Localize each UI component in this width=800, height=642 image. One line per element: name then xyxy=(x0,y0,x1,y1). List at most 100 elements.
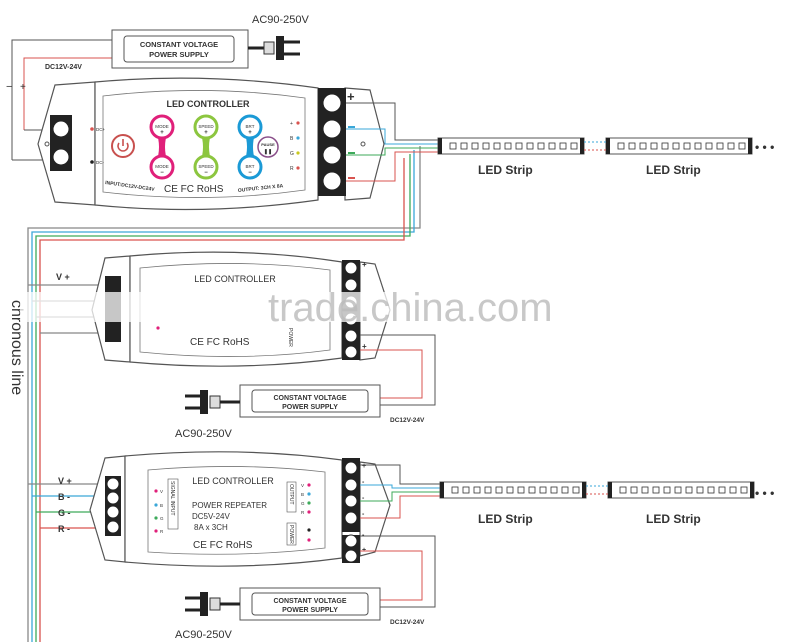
certification-marks: CE FC RoHS xyxy=(164,184,224,195)
out-sign-v: + xyxy=(362,463,366,470)
bus-wire-b xyxy=(31,150,415,642)
led-chip xyxy=(674,486,682,494)
svg-text:V: V xyxy=(301,483,304,488)
bus-wire-r xyxy=(39,158,405,642)
plug-icon xyxy=(248,36,300,60)
pause-button[interactable]: PAUSE ❚❚ xyxy=(257,136,279,158)
speed-plus-button[interactable]: SPEED+ xyxy=(193,114,219,140)
psu-3-label-2: POWER SUPPLY xyxy=(282,607,338,614)
led-chip xyxy=(740,486,748,494)
repeater-line-2: DC5V-24V xyxy=(192,512,230,521)
led-chip xyxy=(515,142,523,150)
power-button[interactable] xyxy=(111,134,135,158)
led-strip-2 xyxy=(605,137,753,155)
svg-text:+: + xyxy=(290,121,293,127)
led-chip xyxy=(650,142,658,150)
output-spec: OUTPUT: 3CH X 8A xyxy=(238,183,284,194)
input-g-minus: G - xyxy=(58,508,71,518)
brt-minus-button[interactable]: BRT− xyxy=(237,154,263,180)
ac-voltage-3: AC90-250V xyxy=(175,629,233,641)
power-label: POWER xyxy=(288,525,294,544)
led-chip xyxy=(506,486,514,494)
led-chip xyxy=(462,486,470,494)
led-chip xyxy=(493,142,501,150)
dc-minus-label: DC- xyxy=(96,160,104,165)
button-pair-brt: BRT+BRT− xyxy=(237,114,263,180)
led-chip xyxy=(473,486,481,494)
led-chip xyxy=(559,142,567,150)
svg-text:B: B xyxy=(160,503,163,508)
led-chip xyxy=(539,486,547,494)
out-sign-g: - xyxy=(362,495,365,502)
svg-text:B: B xyxy=(290,136,294,142)
led-chip xyxy=(727,142,735,150)
controller-3-cert: CE FC RoHS xyxy=(193,540,253,551)
led-chip xyxy=(707,486,715,494)
button-label: MODE xyxy=(155,124,169,129)
svg-text:R: R xyxy=(290,166,294,172)
ac-voltage-1: AC90-250V xyxy=(252,14,310,26)
controller-2-power-plus: + xyxy=(362,342,367,351)
button-pair-speed: SPEED+ SPEED− xyxy=(193,114,219,180)
mode-plus-button[interactable]: MODE+ xyxy=(149,114,175,140)
led-chip xyxy=(561,486,569,494)
led-strip-label-2: LED Strip xyxy=(646,163,701,177)
led-strip-label-4: LED Strip xyxy=(646,512,701,526)
led-controller-main: LED CONTROLLER DC+ DC- MODE+MODE−SPEED+S… xyxy=(37,77,438,211)
led-chip xyxy=(619,486,627,494)
led-chip xyxy=(526,142,534,150)
signal-input-label: SIGNAL INPUT xyxy=(169,481,175,516)
power-supply-1: − + CONSTANT VOLTAGE POWER SUPPLY AC90-2… xyxy=(6,14,310,161)
led-chip xyxy=(661,142,669,150)
out-sign-r: - xyxy=(362,511,365,518)
controller-2-out-plus: + xyxy=(362,260,367,269)
signal-pins: V B G R xyxy=(154,489,164,534)
led-chip xyxy=(460,142,468,150)
button-label: BRT xyxy=(246,124,255,129)
pause-icon: ❚❚ xyxy=(264,149,272,155)
controller-2-title: LED CONTROLLER xyxy=(194,274,276,284)
led-chip xyxy=(694,142,702,150)
led-chip xyxy=(449,142,457,150)
button-sign: + xyxy=(248,130,252,136)
button-sign: − xyxy=(204,170,208,176)
speed-minus-button[interactable]: SPEED− xyxy=(193,154,219,180)
plug-icon xyxy=(185,390,240,414)
controller-3-title: LED CONTROLLER xyxy=(192,476,274,486)
dc-plus-label: DC+ xyxy=(96,127,105,132)
svg-text:B: B xyxy=(301,492,304,497)
power-supply-3: CONSTANT VOLTAGE POWER SUPPLY AC90-250V … xyxy=(175,587,425,641)
led-chip xyxy=(663,486,671,494)
continuation-dots-2: • • • xyxy=(755,486,774,500)
ac-voltage-2: AC90-250V xyxy=(175,428,233,440)
controller-2-cert: CE FC RoHS xyxy=(190,337,250,348)
repeater-line-1: POWER REPEATER xyxy=(192,501,267,510)
svg-text:R: R xyxy=(301,510,305,515)
psu-3-label-1: CONSTANT VOLTAGE xyxy=(273,598,346,605)
brt-plus-button[interactable]: BRT+ xyxy=(237,114,263,140)
led-strip-4 xyxy=(607,481,755,499)
led-chip xyxy=(471,142,479,150)
button-label: BRT xyxy=(246,164,255,169)
svg-text:V: V xyxy=(160,489,163,494)
dc-voltage-2: DC12V-24V xyxy=(390,417,425,424)
led-chip xyxy=(672,142,680,150)
svg-text:G: G xyxy=(160,516,164,521)
led-chip xyxy=(495,486,503,494)
mode-minus-button[interactable]: MODE− xyxy=(149,154,175,180)
button-label: MODE xyxy=(155,164,169,169)
button-pair-mode: MODE+ MODE− xyxy=(149,114,175,180)
led-chip xyxy=(572,486,580,494)
psu-1-label-2: POWER SUPPLY xyxy=(149,50,209,59)
continuation-dots-1: • • • xyxy=(755,140,774,154)
plug-icon xyxy=(185,592,240,616)
svg-text:R: R xyxy=(160,529,164,534)
led-chip xyxy=(570,142,578,150)
out-sign-b: - xyxy=(362,479,365,486)
repeater-line-3: 8A x 3CH xyxy=(194,523,228,532)
svg-text:+: + xyxy=(20,82,26,93)
controller-2-v-plus: V + xyxy=(56,272,70,282)
controller-2-power-label: POWER xyxy=(287,328,293,347)
